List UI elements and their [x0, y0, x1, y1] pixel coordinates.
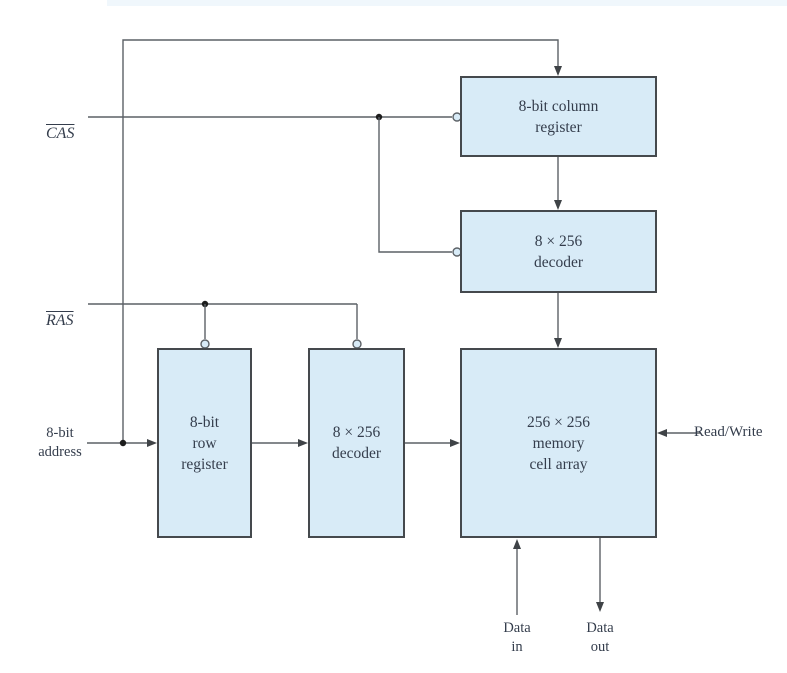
- label-cas: CAS: [46, 107, 74, 143]
- bubble-row-decoder: [352, 339, 362, 349]
- junction-address: [119, 439, 127, 447]
- label-ras: RAS: [46, 294, 74, 330]
- label-read-write: Read/Write: [694, 424, 763, 440]
- page-edge-strip: [107, 0, 787, 6]
- arrowhead-data-out: [596, 602, 604, 612]
- label-address-input: 8-bit address: [38, 425, 82, 460]
- arrowhead-into-row-decoder: [298, 439, 308, 447]
- wire-address-feedback: [122, 39, 559, 443]
- label-data-in: Data in: [503, 620, 531, 655]
- arrowhead-into-column-decoder: [554, 200, 562, 210]
- block-row-register: 8-bit row register: [157, 348, 252, 538]
- arrowhead-into-row-register: [147, 439, 157, 447]
- label-data-out: Data out: [586, 620, 614, 655]
- block-row-decoder: 8 × 256 decoder: [308, 348, 405, 538]
- ras-text: RAS: [46, 312, 74, 329]
- arrowhead-into-column-register-top: [554, 66, 562, 76]
- cas-text: CAS: [46, 125, 75, 142]
- bubble-row-register: [200, 339, 210, 349]
- block-column-register: 8-bit column register: [460, 76, 657, 157]
- arrowhead-into-memory-right: [657, 429, 667, 437]
- arrowhead-into-memory-left: [450, 439, 460, 447]
- block-column-decoder: 8 × 256 decoder: [460, 210, 657, 293]
- block-memory-cell-array: 256 × 256 memory cell array: [460, 348, 657, 538]
- arrowhead-into-memory-top: [554, 338, 562, 348]
- wire-cas-branch: [378, 117, 452, 253]
- arrowhead-data-in: [513, 539, 521, 549]
